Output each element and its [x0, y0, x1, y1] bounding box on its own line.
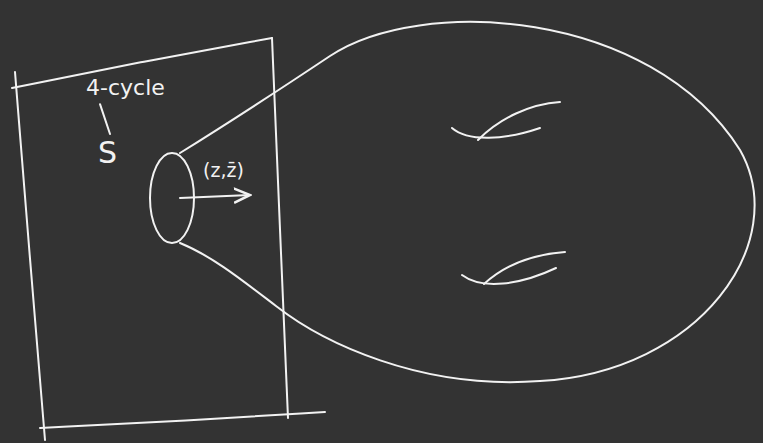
box-edge: [272, 38, 288, 418]
coordinate-label: (z,z̄): [203, 160, 244, 181]
box-edge: [15, 72, 45, 440]
box-edge: [40, 412, 325, 428]
cycle-box: 4-cycleS: [12, 36, 328, 442]
handle: [462, 268, 556, 284]
cycle-label: 4-cycle: [86, 76, 165, 100]
handle: [484, 252, 565, 284]
direction-arrow: [180, 195, 250, 198]
handle: [478, 102, 560, 140]
riemann-surface: [180, 22, 755, 382]
box-outline: [12, 36, 328, 442]
leader-line: [100, 104, 110, 134]
handle: [452, 128, 540, 138]
submanifold-label: S: [98, 136, 117, 169]
